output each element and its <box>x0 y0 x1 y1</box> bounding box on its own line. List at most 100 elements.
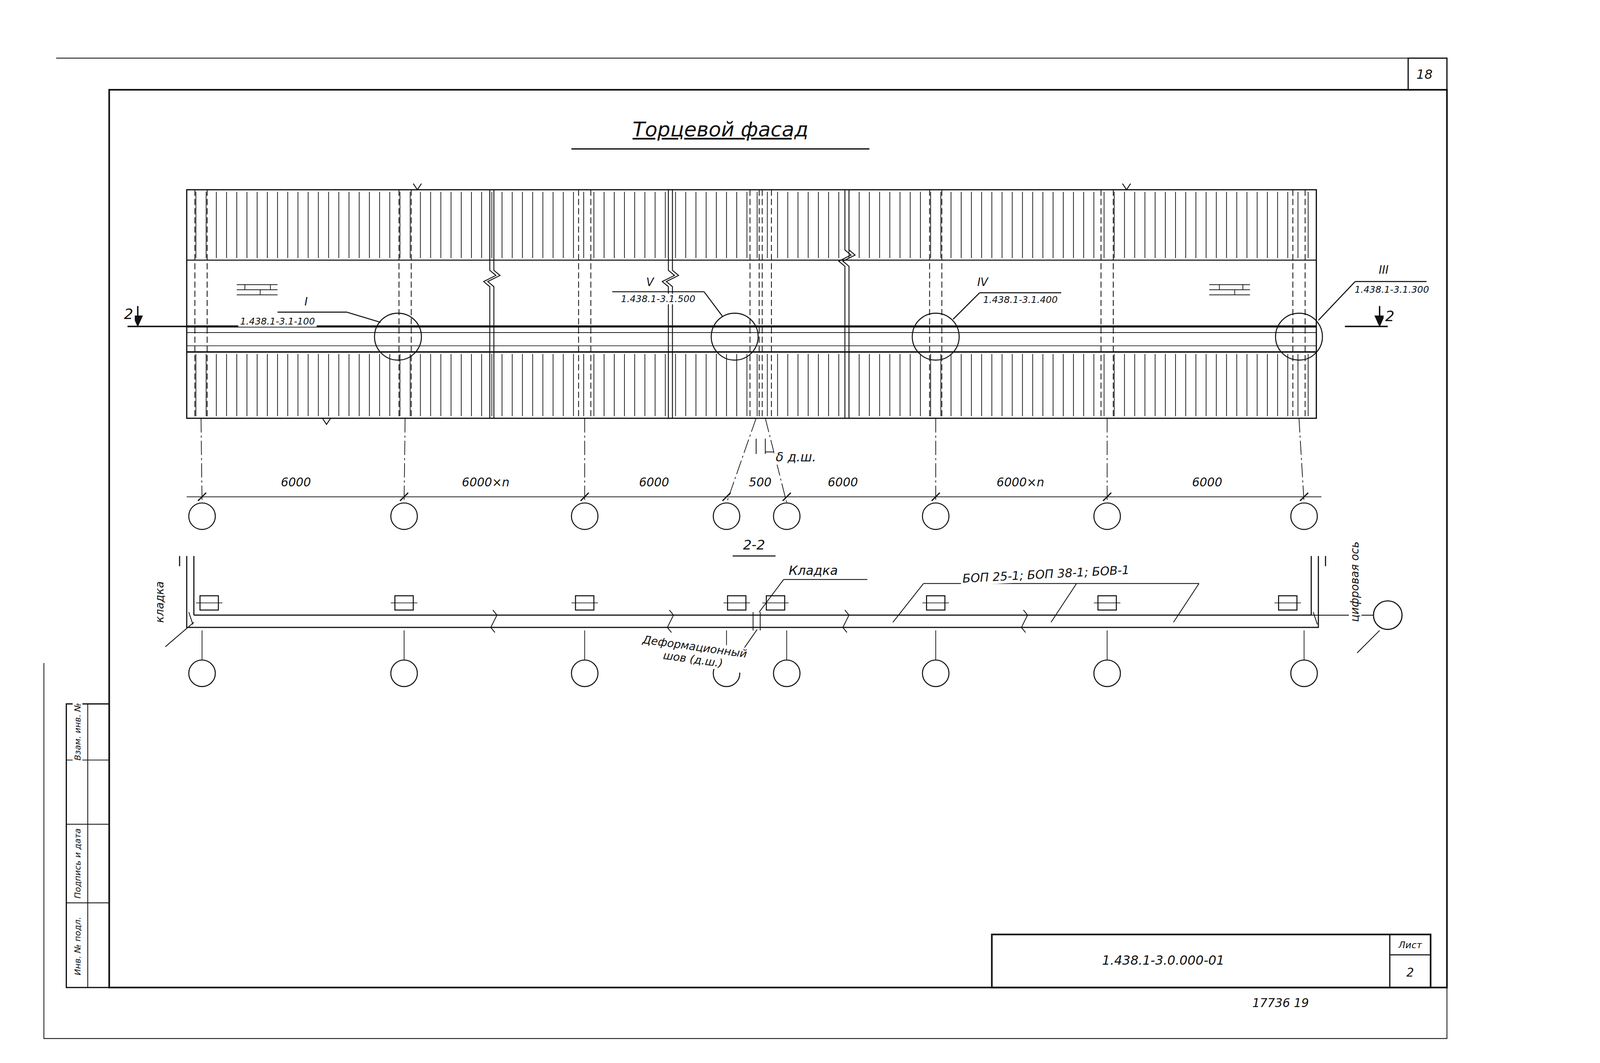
drawing-line <box>542 354 544 417</box>
drawing-line <box>583 354 585 417</box>
drawing-line <box>1205 354 1207 417</box>
drawing-line <box>328 354 330 417</box>
drawing-line <box>726 418 757 503</box>
drawing-line <box>787 354 789 417</box>
drawing-line <box>1124 354 1126 417</box>
drawing-label: цифровая ось <box>1348 539 1362 624</box>
drawing-line <box>935 630 937 660</box>
drawing-line <box>613 191 615 259</box>
drawing-line <box>1052 191 1054 259</box>
drawing-line <box>379 354 380 417</box>
drawing-line <box>767 191 769 259</box>
drawing-line <box>930 354 932 417</box>
drawing-line <box>928 189 930 419</box>
drawing-line <box>909 354 911 417</box>
drawing-line <box>1277 354 1279 417</box>
drawing-label: Кладка <box>787 562 840 578</box>
drawing-label: 6000 <box>1190 475 1224 490</box>
drawing-line <box>216 354 217 417</box>
axis-marker <box>773 502 801 530</box>
axis-marker <box>571 502 599 530</box>
axis-marker <box>1093 502 1121 530</box>
drawing-line <box>1236 191 1238 259</box>
drawing-line <box>246 191 248 259</box>
drawing-line <box>578 189 580 419</box>
drawing-line <box>481 191 483 259</box>
drawing-line <box>654 191 656 259</box>
drawing-line <box>521 191 523 259</box>
drawing-label: Лист <box>1396 939 1424 951</box>
drawing-line <box>491 354 493 417</box>
drawing-line <box>761 189 763 419</box>
drawing-line <box>705 354 707 417</box>
drawing-line <box>950 354 952 417</box>
drawing-line <box>368 354 370 417</box>
drawing-line <box>201 630 203 660</box>
drawing-line <box>511 191 513 259</box>
drawing-line <box>593 191 595 259</box>
drawing-line <box>297 191 299 259</box>
drawing-line <box>368 191 370 259</box>
drawing-line <box>1303 630 1305 660</box>
drawing-line <box>1274 602 1302 603</box>
drawing-line <box>770 189 772 419</box>
drawing-line <box>623 354 625 417</box>
drawing-label: 1.438.1-3.1.300 <box>1353 284 1431 295</box>
drawing-line <box>665 354 666 417</box>
drawing-label: V <box>644 276 656 289</box>
drawing-label: 6000 <box>637 475 671 490</box>
drawing-line <box>194 189 196 419</box>
drawing-line <box>1277 191 1279 259</box>
drawing-line <box>1287 354 1289 417</box>
drawing-line <box>1195 354 1197 417</box>
drawing-line <box>390 602 418 603</box>
drawing-line <box>481 354 483 417</box>
drawing-line <box>1103 191 1105 259</box>
drawing-line <box>584 418 586 503</box>
drawing-line <box>1307 191 1309 259</box>
drawing-line <box>787 191 789 259</box>
drawing-label: Инв. № подл. <box>72 915 83 977</box>
drawing-line <box>1300 492 1309 501</box>
drawing-line <box>970 191 972 259</box>
drawing-line <box>838 354 840 417</box>
drawing-line <box>807 191 809 259</box>
drawing-line <box>450 354 452 417</box>
drawing-line <box>542 191 544 259</box>
drawing-line <box>654 354 656 417</box>
drawing-line <box>746 354 748 417</box>
drawing-line <box>644 191 646 259</box>
drawing-line <box>758 189 760 419</box>
drawing-line <box>899 191 901 259</box>
drawing-line <box>1226 191 1228 259</box>
drawing-line <box>899 354 901 417</box>
drawing-line <box>1246 191 1248 259</box>
drawing-line <box>644 354 646 417</box>
drawing-line <box>399 191 401 259</box>
drawing-line <box>573 354 575 417</box>
drawing-line <box>471 354 472 417</box>
drawing-line <box>1134 354 1136 417</box>
drawing-line <box>1093 354 1095 417</box>
drawing-label: 1.438.1-3.1.500 <box>619 293 698 305</box>
drawing-line <box>1001 354 1003 417</box>
drawing-line <box>746 191 748 259</box>
drawing-line <box>511 354 513 417</box>
drawing-line <box>552 354 554 417</box>
drawing-line <box>818 191 819 259</box>
axis-marker <box>922 659 950 687</box>
drawing-line <box>379 191 380 259</box>
drawing-line <box>201 418 203 503</box>
drawing-line <box>922 602 950 603</box>
axis-marker <box>188 659 216 687</box>
drawing-line <box>206 189 208 419</box>
drawing-label: I <box>302 295 310 309</box>
drawing-line <box>501 354 503 417</box>
drawing-line <box>1287 191 1289 259</box>
drawing-line <box>868 191 870 259</box>
drawing-line <box>197 492 206 501</box>
drawing-line <box>1256 191 1258 259</box>
drawing-line <box>960 191 962 259</box>
drawing-line <box>756 191 758 259</box>
